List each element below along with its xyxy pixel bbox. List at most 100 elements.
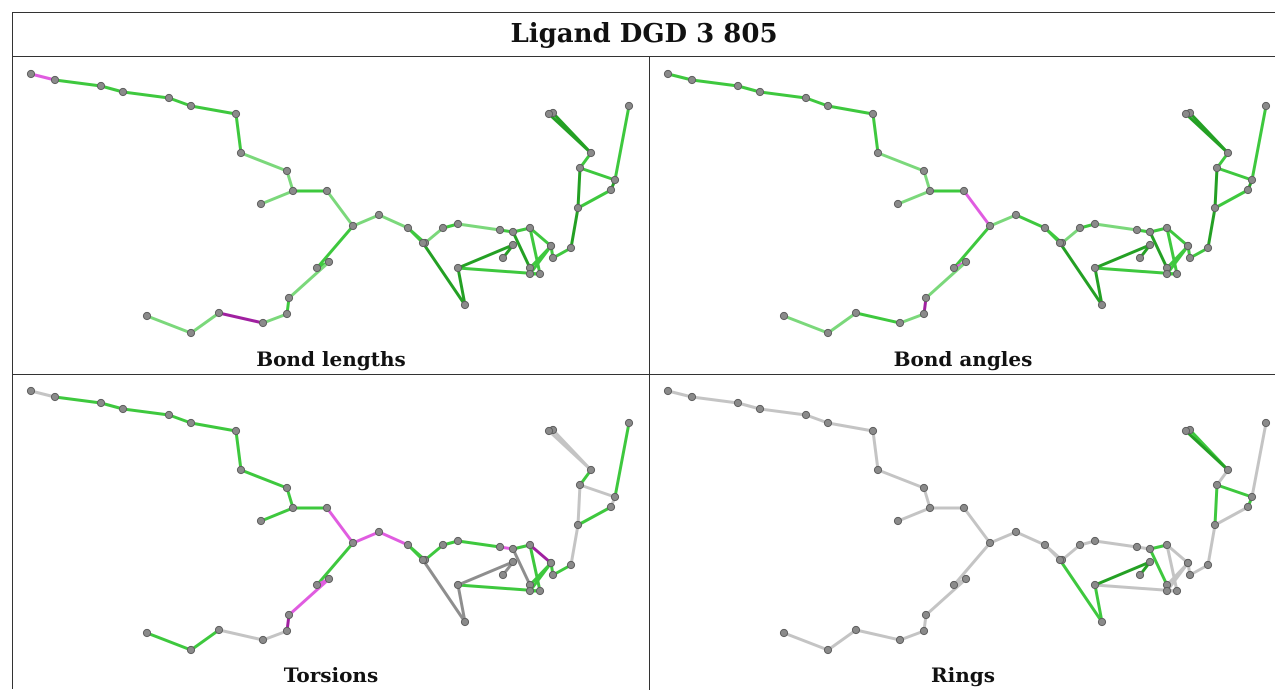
atom — [1223, 148, 1233, 158]
bond — [988, 213, 1018, 228]
bond — [826, 104, 875, 116]
bond — [896, 189, 932, 206]
atom — [1090, 536, 1100, 546]
atom — [403, 223, 413, 233]
bond — [1184, 429, 1230, 472]
bond — [898, 629, 926, 642]
panel-bond-angles: Bond angles — [650, 58, 1275, 374]
atom — [1181, 109, 1191, 119]
bond — [871, 112, 880, 155]
bond — [325, 506, 355, 545]
atom — [50, 75, 60, 85]
bond — [569, 206, 580, 250]
bond — [547, 429, 593, 472]
bond — [511, 547, 532, 587]
atom — [575, 480, 585, 490]
atom — [324, 257, 334, 267]
bond — [576, 188, 613, 210]
bond — [1093, 266, 1104, 307]
atom — [508, 557, 518, 567]
bond — [145, 631, 193, 652]
bond — [1058, 241, 1104, 307]
bond — [854, 311, 902, 325]
bond — [952, 541, 992, 587]
atom — [1135, 253, 1145, 263]
atom — [573, 203, 583, 213]
atom — [26, 386, 36, 396]
bond — [898, 312, 926, 325]
atom — [312, 580, 322, 590]
bond — [53, 78, 103, 88]
atom — [1145, 227, 1155, 237]
atom — [460, 300, 470, 310]
bond — [261, 312, 289, 325]
bond — [287, 260, 331, 300]
atom — [1172, 586, 1182, 596]
atom — [96, 81, 106, 91]
atom — [624, 101, 634, 111]
atom — [961, 574, 971, 584]
bond — [528, 543, 542, 593]
bond — [924, 577, 968, 617]
bond — [29, 72, 57, 82]
atom — [925, 186, 935, 196]
atom — [236, 465, 246, 475]
atom — [495, 225, 505, 235]
bond — [189, 311, 221, 335]
atom — [50, 392, 60, 402]
caption-bond-lengths: Bond lengths — [256, 347, 406, 371]
atom — [186, 418, 196, 428]
atom — [823, 418, 833, 428]
atom — [1132, 225, 1142, 235]
atom — [282, 483, 292, 493]
atom — [1223, 465, 1233, 475]
atom — [1185, 570, 1195, 580]
atom — [118, 404, 128, 414]
atom — [256, 516, 266, 526]
atom — [801, 410, 811, 420]
figure-title: Ligand DGD 3 805 — [13, 13, 1275, 57]
bond — [377, 213, 410, 230]
atom — [403, 540, 413, 550]
atom — [312, 263, 322, 273]
atom — [282, 626, 292, 636]
atom — [895, 635, 905, 645]
bond — [456, 222, 502, 232]
atom — [186, 645, 196, 655]
atom — [959, 503, 969, 513]
atom — [236, 148, 246, 158]
atom — [586, 148, 596, 158]
bond — [377, 530, 410, 547]
atom — [1097, 617, 1107, 627]
bond — [511, 230, 532, 270]
atom — [282, 166, 292, 176]
bond — [121, 90, 171, 100]
atom — [453, 219, 463, 229]
atom — [525, 223, 535, 233]
atom — [566, 243, 576, 253]
bond — [29, 389, 57, 399]
bond — [988, 530, 1018, 545]
atom — [508, 544, 518, 554]
atom — [256, 199, 266, 209]
atom — [1247, 492, 1257, 502]
atom — [779, 311, 789, 321]
atom — [258, 318, 268, 328]
bond — [189, 628, 221, 652]
atom — [1243, 185, 1253, 195]
atom — [214, 625, 224, 635]
atom — [214, 308, 224, 318]
atom — [525, 540, 535, 550]
atom — [925, 503, 935, 513]
bond — [315, 541, 355, 587]
atom — [663, 69, 673, 79]
atom — [1075, 540, 1085, 550]
atom — [322, 186, 332, 196]
bond — [325, 189, 355, 228]
bond — [826, 311, 858, 335]
horizontal-divider — [13, 374, 1275, 375]
bond — [1093, 560, 1152, 587]
atom — [118, 87, 128, 97]
bond — [758, 407, 808, 417]
atom — [606, 185, 616, 195]
